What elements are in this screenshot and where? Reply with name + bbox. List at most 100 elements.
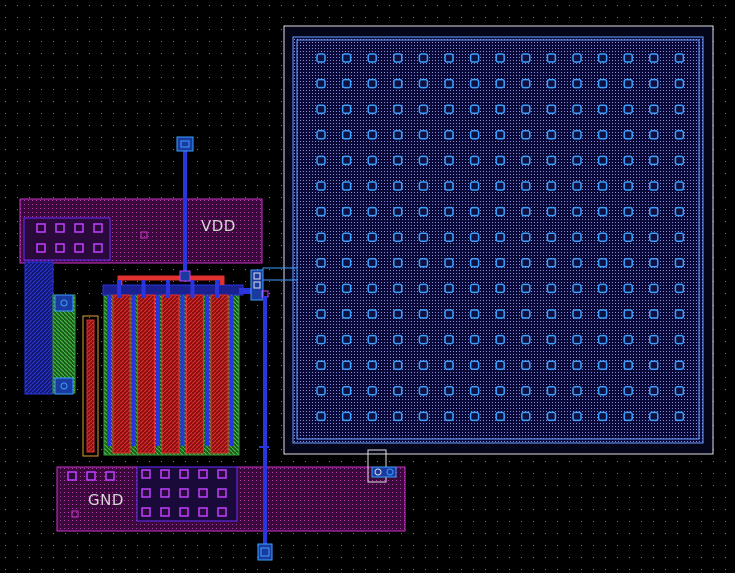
cap-via	[495, 283, 505, 294]
cap-via	[393, 130, 403, 140]
cap-via	[521, 130, 531, 140]
vdd-via	[36, 223, 46, 233]
cap-via	[316, 386, 326, 396]
cap-via	[316, 53, 326, 63]
cap-via	[546, 386, 557, 396]
gnd-via	[217, 469, 227, 479]
cap-via	[444, 232, 454, 242]
cap-via	[367, 104, 377, 114]
capacitor-array[interactable]	[283, 25, 714, 455]
cap-via	[469, 386, 480, 396]
cap-via	[495, 334, 505, 345]
gnd-via	[198, 507, 208, 517]
cap-via	[674, 309, 685, 319]
cap-via	[316, 411, 326, 422]
cap-via	[546, 360, 557, 370]
gnd-via	[179, 469, 189, 479]
cap-via	[316, 206, 326, 217]
gnd-rail[interactable]	[56, 466, 406, 532]
cap-via	[495, 309, 505, 319]
cap-via	[469, 130, 480, 140]
cap-via	[597, 360, 608, 370]
cap-via	[444, 130, 454, 140]
cap-via	[649, 309, 659, 319]
cap-via	[341, 104, 352, 114]
transistor-fingers	[107, 280, 234, 454]
cap-bottom-connector[interactable]	[367, 449, 387, 483]
cap-via	[495, 130, 505, 140]
gnd-via	[179, 507, 189, 517]
transistor[interactable]	[102, 275, 244, 456]
cap-via	[597, 232, 608, 242]
cap-via	[674, 334, 685, 345]
cap-via	[341, 206, 352, 217]
cap-via	[649, 386, 659, 396]
gnd-via	[198, 469, 208, 479]
bottom-pin[interactable]	[257, 543, 273, 561]
cap-via	[572, 360, 582, 370]
cap-via	[367, 181, 377, 191]
cap-via	[572, 283, 582, 294]
cap-via	[521, 232, 531, 242]
cap-via	[674, 155, 685, 166]
cap-via	[444, 53, 454, 63]
gnd-via-grid	[67, 469, 227, 517]
cap-via	[572, 411, 582, 422]
cap-via	[393, 283, 403, 294]
gate-finger	[112, 294, 131, 454]
top-pin[interactable]	[176, 136, 194, 152]
cap-via	[469, 283, 480, 294]
cap-via	[649, 283, 659, 294]
cap-via	[546, 334, 557, 345]
vdd-via	[55, 243, 65, 253]
cap-via	[341, 411, 352, 422]
cap-via	[367, 53, 377, 63]
cap-via	[623, 181, 633, 191]
cap-via	[521, 181, 531, 191]
source-route	[263, 296, 267, 546]
cap-via	[674, 232, 685, 242]
cap-via	[367, 309, 377, 319]
cap-via	[623, 206, 633, 217]
cap-via	[418, 104, 429, 114]
cap-via	[495, 386, 505, 396]
cap-via	[341, 78, 352, 89]
cap-via	[623, 334, 633, 345]
cap-via	[341, 283, 352, 294]
cap-via	[546, 155, 557, 166]
cap-via	[597, 78, 608, 89]
cap-via	[444, 360, 454, 370]
cap-via	[623, 283, 633, 294]
vdd-via	[74, 243, 84, 253]
gnd-label: GND	[88, 491, 124, 509]
gate-contact	[117, 280, 121, 298]
gnd-via	[160, 488, 170, 498]
cap-via	[572, 104, 582, 114]
cap-via	[597, 258, 608, 268]
cap-via	[469, 309, 480, 319]
cap-via	[495, 155, 505, 166]
cap-via	[597, 283, 608, 294]
cap-via	[597, 53, 608, 63]
cap-via	[444, 78, 454, 89]
cap-via	[444, 411, 454, 422]
cap-via	[418, 386, 429, 396]
cap-via	[393, 360, 403, 370]
cap-via	[341, 155, 352, 166]
cap-via	[495, 78, 505, 89]
cap-via	[367, 258, 377, 268]
cap-via	[393, 155, 403, 166]
cap-via	[418, 130, 429, 140]
cap-via	[444, 104, 454, 114]
cap-via	[341, 386, 352, 396]
cap-via	[418, 360, 429, 370]
cap-via	[572, 78, 582, 89]
cap-via	[418, 232, 429, 242]
cap-via	[367, 130, 377, 140]
cap-via	[316, 334, 326, 345]
cap-via	[444, 309, 454, 319]
vdd-rail[interactable]	[19, 198, 263, 264]
cap-via	[597, 206, 608, 217]
cap-via	[316, 232, 326, 242]
cap-via	[495, 258, 505, 268]
